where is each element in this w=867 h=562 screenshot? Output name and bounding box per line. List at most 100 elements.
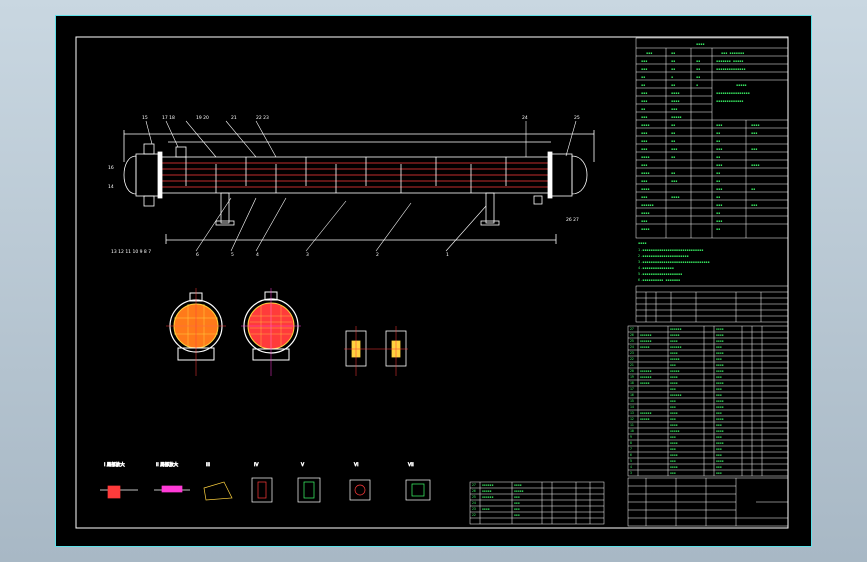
svg-text:▪▪▪▪▪▪: ▪▪▪▪▪▪ — [640, 411, 652, 415]
svg-text:3.▪▪▪▪▪▪▪▪▪▪▪▪▪▪▪▪▪▪▪▪▪▪▪▪▪▪▪▪: 3.▪▪▪▪▪▪▪▪▪▪▪▪▪▪▪▪▪▪▪▪▪▪▪▪▪▪▪▪▪▪▪▪ — [638, 260, 710, 264]
svg-text:20: 20 — [630, 369, 634, 373]
svg-text:▪▪▪▪▪: ▪▪▪▪▪ — [670, 333, 680, 337]
svg-text:▪▪: ▪▪ — [641, 75, 645, 79]
svg-text:25: 25 — [574, 115, 580, 121]
svg-text:▪▪: ▪▪ — [671, 139, 675, 143]
svg-text:23: 23 — [472, 507, 476, 511]
svg-text:▪▪▪: ▪▪▪ — [514, 513, 520, 517]
svg-text:▪▪▪▪▪▪: ▪▪▪▪▪▪ — [482, 483, 494, 487]
svg-text:▪▪: ▪▪ — [716, 155, 720, 159]
svg-text:▪▪▪: ▪▪▪ — [641, 179, 647, 183]
svg-text:▪▪: ▪▪ — [751, 187, 755, 191]
svg-text:▪▪: ▪▪ — [696, 59, 700, 63]
svg-text:▪▪: ▪▪ — [671, 83, 675, 87]
svg-text:▪▪▪▪: ▪▪▪▪ — [716, 399, 724, 403]
svg-text:▪▪: ▪▪ — [716, 171, 720, 175]
parts-rows — [628, 331, 788, 471]
svg-text:▪▪▪▪: ▪▪▪▪ — [696, 42, 704, 46]
svg-text:▪▪: ▪▪ — [671, 155, 675, 159]
svg-text:▪▪▪: ▪▪▪ — [716, 447, 722, 451]
svg-text:▪▪: ▪▪ — [696, 67, 700, 71]
svg-text:25: 25 — [472, 495, 476, 499]
svg-text:27: 27 — [472, 483, 476, 487]
svg-text:▪▪▪▪: ▪▪▪▪ — [716, 351, 724, 355]
svg-text:▪▪▪▪▪▪▪▪▪▪▪▪▪▪: ▪▪▪▪▪▪▪▪▪▪▪▪▪▪ — [716, 67, 746, 71]
svg-text:6: 6 — [196, 252, 199, 258]
svg-text:VI: VI — [354, 462, 358, 468]
svg-text:▪▪▪▪: ▪▪▪▪ — [716, 417, 724, 421]
svg-text:▪▪▪▪: ▪▪▪▪ — [716, 459, 724, 463]
svg-text:▪▪▪▪▪▪: ▪▪▪▪▪▪ — [640, 369, 652, 373]
svg-text:14: 14 — [630, 405, 634, 409]
svg-text:26: 26 — [472, 489, 476, 493]
svg-text:▪▪▪▪: ▪▪▪▪ — [670, 339, 678, 343]
svg-text:▪▪▪: ▪▪▪ — [751, 131, 757, 135]
svg-text:I 局部放大: I 局部放大 — [104, 461, 125, 468]
svg-text:▪▪▪▪: ▪▪▪▪ — [641, 155, 649, 159]
svg-text:▪▪▪: ▪▪▪ — [716, 453, 722, 457]
svg-text:▪▪: ▪▪ — [716, 211, 720, 215]
svg-text:19 20: 19 20 — [196, 115, 209, 121]
svg-text:▪▪▪▪▪▪▪▪▪▪▪▪▪▪▪▪: ▪▪▪▪▪▪▪▪▪▪▪▪▪▪▪▪ — [716, 91, 750, 95]
saddle-detail — [344, 326, 408, 376]
svg-text:13: 13 — [630, 411, 634, 415]
svg-text:▪▪▪: ▪▪▪ — [670, 387, 676, 391]
svg-text:11: 11 — [630, 423, 634, 427]
svg-text:▪▪▪▪: ▪▪▪▪ — [716, 441, 724, 445]
svg-text:▪▪: ▪▪ — [716, 227, 720, 231]
svg-text:▪▪▪▪▪▪: ▪▪▪▪▪▪ — [670, 393, 682, 397]
svg-text:▪▪▪: ▪▪▪ — [670, 405, 676, 409]
svg-text:24: 24 — [630, 345, 634, 349]
svg-text:▪▪▪: ▪▪▪ — [716, 357, 722, 361]
svg-text:▪▪▪: ▪▪▪ — [670, 471, 676, 475]
svg-text:▪▪▪▪: ▪▪▪▪ — [670, 441, 678, 445]
technical-notes: ▪▪▪▪ 1.▪▪▪▪▪▪▪▪▪▪▪▪▪▪▪▪▪▪▪▪▪▪▪▪▪▪▪▪▪ 2.▪… — [638, 241, 710, 282]
detail-views: I 局部放大 II 局部放大 III IV V VI VII — [100, 461, 431, 503]
tech-spec-text: ▪▪▪▪ ▪▪▪▪▪▪▪▪ ▪▪▪▪▪▪▪ ▪▪▪▪▪▪▪▪▪▪▪▪▪▪ ▪▪▪… — [641, 42, 759, 231]
svg-text:▪▪▪▪: ▪▪▪▪ — [671, 99, 679, 103]
svg-text:▪▪▪▪: ▪▪▪▪ — [716, 381, 724, 385]
svg-text:22: 22 — [630, 357, 634, 361]
svg-text:▪▪▪: ▪▪▪ — [716, 465, 722, 469]
svg-text:12: 12 — [630, 417, 634, 421]
svg-text:▪▪▪▪: ▪▪▪▪ — [641, 123, 649, 127]
svg-text:▪▪: ▪▪ — [671, 51, 675, 55]
parts-list-lower — [469, 481, 605, 525]
svg-text:▪▪: ▪▪ — [671, 131, 675, 135]
svg-text:1.▪▪▪▪▪▪▪▪▪▪▪▪▪▪▪▪▪▪▪▪▪▪▪▪▪▪▪▪: 1.▪▪▪▪▪▪▪▪▪▪▪▪▪▪▪▪▪▪▪▪▪▪▪▪▪▪▪▪▪ — [638, 248, 703, 252]
svg-text:▪▪▪▪▪: ▪▪▪▪▪ — [640, 381, 650, 385]
svg-text:▪▪▪▪▪: ▪▪▪▪▪ — [640, 417, 650, 421]
svg-text:▪▪▪: ▪▪▪ — [716, 203, 722, 207]
svg-text:IV: IV — [254, 462, 259, 468]
svg-text:▪▪▪: ▪▪▪ — [641, 195, 647, 199]
svg-text:▪▪▪▪: ▪▪▪▪ — [670, 411, 678, 415]
svg-text:24: 24 — [522, 115, 528, 121]
svg-text:▪▪▪▪: ▪▪▪▪ — [638, 241, 646, 245]
svg-text:▪▪▪▪▪▪: ▪▪▪▪▪▪ — [640, 375, 652, 379]
svg-text:▪▪▪: ▪▪▪ — [751, 203, 757, 207]
svg-text:▪▪▪▪: ▪▪▪▪ — [670, 423, 678, 427]
svg-text:III: III — [206, 462, 210, 468]
svg-text:17 18: 17 18 — [162, 115, 175, 121]
svg-text:▪▪▪▪▪: ▪▪▪▪▪ — [736, 83, 747, 87]
svg-text:6: 6 — [630, 453, 632, 457]
svg-text:▪▪▪▪: ▪▪▪▪ — [671, 195, 679, 199]
svg-text:▪▪▪▪▪: ▪▪▪▪▪ — [670, 369, 680, 373]
end-view-left — [166, 288, 226, 376]
svg-text:▪▪▪▪▪▪: ▪▪▪▪▪▪ — [670, 327, 682, 331]
svg-text:▪▪▪▪: ▪▪▪▪ — [671, 91, 679, 95]
svg-text:16: 16 — [108, 165, 114, 171]
svg-text:▪▪▪▪: ▪▪▪▪ — [670, 453, 678, 457]
svg-text:▪▪▪: ▪▪▪ — [716, 187, 722, 191]
tech-spec-table — [635, 37, 789, 239]
svg-text:▪▪▪: ▪▪▪ — [641, 99, 647, 103]
svg-text:▪▪▪▪: ▪▪▪▪ — [716, 429, 724, 433]
svg-text:5: 5 — [630, 459, 632, 463]
svg-text:▪▪: ▪▪ — [716, 179, 720, 183]
svg-text:▪▪▪: ▪▪▪ — [641, 91, 647, 95]
svg-text:25: 25 — [630, 339, 634, 343]
balloon-labels: 13 12 11 10 9 8 7 6 5 4 3 2 1 15 17 18 1… — [108, 115, 580, 258]
svg-text:3: 3 — [630, 471, 632, 475]
svg-text:▪▪▪: ▪▪▪ — [751, 147, 757, 151]
svg-text:▪▪▪: ▪▪▪ — [670, 399, 676, 403]
